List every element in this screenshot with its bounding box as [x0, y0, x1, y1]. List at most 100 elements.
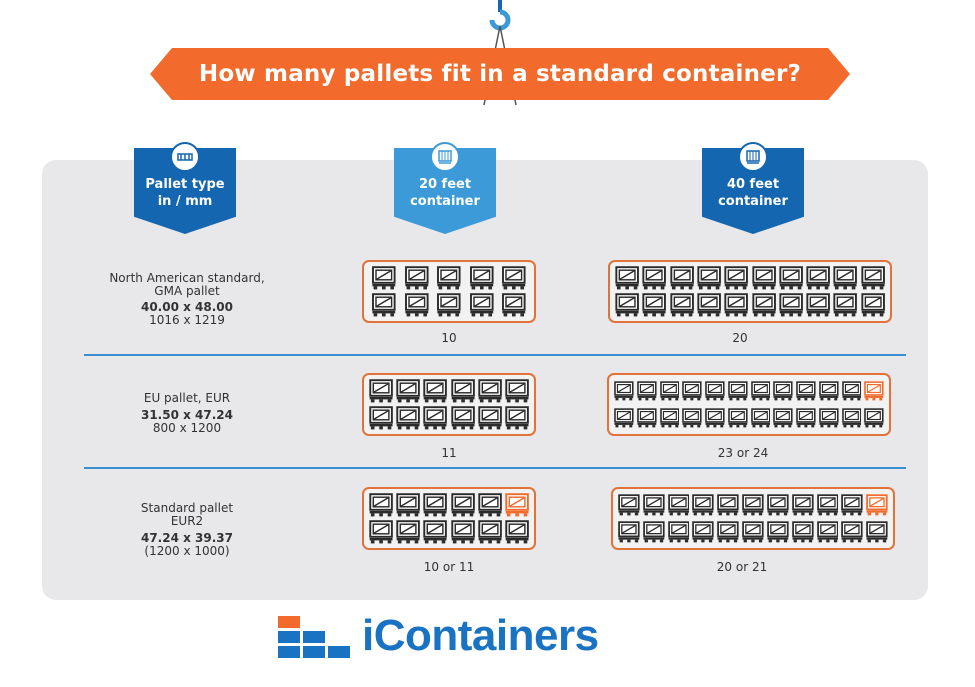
pallet-icon — [692, 493, 715, 521]
icontainers-logo-icon — [278, 616, 350, 658]
pallet-icon — [697, 266, 721, 294]
pallet-name-line2: GMA pallet — [154, 284, 220, 298]
pallet-icon — [796, 406, 816, 434]
pallet-icon — [682, 406, 702, 434]
pallet-size-mm: (1200 x 1000) — [144, 544, 230, 558]
container-icon — [738, 142, 768, 172]
pallet-icon — [779, 293, 803, 321]
header-label-line1: 20 feet — [418, 177, 472, 192]
pallet-icon — [816, 493, 839, 521]
pallet-icon — [434, 266, 464, 294]
pallet-icon — [717, 493, 739, 521]
pallet-icon — [402, 266, 432, 294]
pallet-icon — [618, 493, 640, 521]
page-title: How many pallets fit in a standard conta… — [198, 61, 802, 87]
pallet-icon — [369, 520, 393, 548]
pallet-icon — [423, 406, 448, 434]
pallet-icon — [796, 379, 816, 407]
pallet-icon — [636, 379, 657, 407]
count-40ft: 20 — [732, 331, 748, 345]
pallet-icon — [692, 520, 715, 548]
optional-pallet-icon — [866, 493, 888, 521]
pallet-icon — [614, 406, 634, 434]
pallet-name-line2: EUR2 — [170, 514, 204, 528]
pallet-icon — [477, 520, 502, 548]
header-20ft: 20 feet container — [394, 142, 496, 234]
header-label-line1: 40 feet — [726, 177, 780, 192]
row-divider — [84, 354, 906, 356]
pallet-icon — [750, 379, 771, 407]
pallet-icon — [450, 520, 475, 548]
pallet-icon — [697, 293, 721, 321]
pallet-icon — [423, 520, 448, 548]
count-20ft: 10 or 11 — [423, 560, 475, 574]
pallet-icon — [791, 493, 814, 521]
pallet-icon — [396, 406, 420, 434]
pallet-icon — [833, 266, 858, 294]
pallet-icon — [866, 520, 888, 548]
pallet-icon — [724, 293, 749, 321]
pallet-icon — [467, 266, 497, 294]
pallet-icon — [505, 520, 529, 548]
pallet-icon — [615, 293, 639, 321]
pallet-size-mm: 1016 x 1219 — [149, 313, 225, 327]
container-20ft-eur — [362, 373, 536, 436]
container-40ft-eur2 — [611, 487, 895, 550]
pallet-icon — [643, 520, 665, 548]
count-20ft: 10 — [441, 331, 457, 345]
pallet-icon — [636, 406, 657, 434]
header-label-line2: container — [410, 194, 480, 209]
count-40ft: 23 or 24 — [717, 446, 769, 460]
pallet-icon — [841, 520, 863, 548]
row-divider — [84, 467, 906, 469]
pallet-icon — [396, 493, 420, 521]
pallet-icon — [861, 266, 885, 294]
pallet-icon — [751, 293, 776, 321]
pallet-icon — [396, 379, 420, 407]
pallet-icon — [724, 266, 749, 294]
pallet-icon — [369, 406, 393, 434]
pallet-icon — [767, 493, 789, 521]
pallet-icon — [477, 406, 502, 434]
pallet-icon — [767, 520, 789, 548]
pallet-icon — [477, 379, 502, 407]
row-label-eur2: Standard pallet EUR2 47.24 x 39.37 (1200… — [82, 502, 292, 558]
pallet-icon — [499, 293, 529, 321]
pallet-icon — [369, 293, 399, 321]
pallet-size-inches: 40.00 x 48.00 — [140, 300, 233, 314]
title-banner — [150, 48, 850, 100]
pallet-icon — [505, 379, 529, 407]
pallet-icon — [402, 293, 432, 321]
pallet-name: Standard pallet — [140, 501, 234, 515]
pallet-icon — [423, 493, 448, 521]
pallet-icon — [779, 266, 803, 294]
row-label-eur: EU pallet, EUR 31.50 x 47.24 800 x 1200 — [82, 392, 292, 435]
pallet-icon — [450, 379, 475, 407]
pallet-icon — [477, 493, 502, 521]
pallet-icon — [773, 379, 793, 407]
pallet-size-inches: 31.50 x 47.24 — [140, 408, 233, 422]
pallet-icon — [750, 406, 771, 434]
container-20ft-eur2 — [362, 487, 536, 550]
pallet-icon — [841, 379, 862, 407]
pallet-icon — [717, 520, 739, 548]
pallet-icon — [705, 379, 725, 407]
pallet-icon — [861, 293, 885, 321]
pallet-icon — [818, 406, 839, 434]
pallet-icon — [667, 493, 690, 521]
container-40ft-gma — [608, 260, 892, 323]
pallet-icon — [833, 293, 858, 321]
container-40ft-eur — [607, 373, 891, 436]
row-label-gma: North American standard, GMA pallet 40.0… — [82, 272, 292, 327]
pallet-icon — [841, 493, 863, 521]
header-label-line2: container — [718, 194, 788, 209]
count-20ft: 11 — [441, 446, 457, 460]
container-icon — [430, 142, 460, 172]
pallet-icon — [806, 266, 831, 294]
pallet-icon — [791, 520, 814, 548]
pallet-icon — [505, 406, 529, 434]
pallet-icon — [864, 406, 884, 434]
pallet-icon — [434, 293, 464, 321]
pallet-icon — [669, 293, 694, 321]
pallet-icon — [742, 520, 764, 548]
